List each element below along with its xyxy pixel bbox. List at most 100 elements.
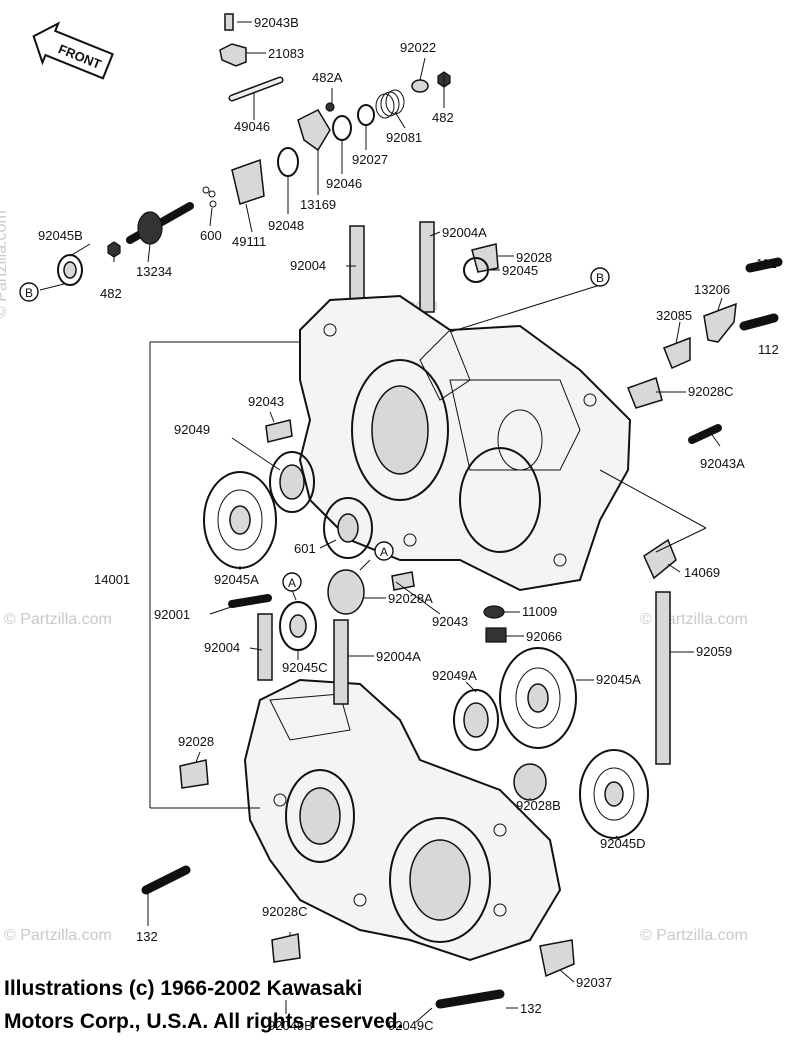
seal-92046 [332,115,352,141]
collar-92028B [513,763,547,801]
callout-b-right-text: B [596,271,604,285]
bolt-132-left [141,865,191,895]
label-92059: 92059 [696,644,732,659]
label-92004A-mid: 92004A [376,649,421,664]
pin-92043-mid [391,571,415,591]
copyright-line-1: Illustrations (c) 1966-2002 Kawasaki [4,977,363,1000]
right-side-parts [483,257,783,765]
callout-a-mid [374,541,394,561]
collar-92028A [327,569,365,615]
callout-a-mid-text: A [380,545,388,559]
label-14001: 14001 [94,572,130,587]
bearing-92045B [57,254,83,286]
studs-top [349,221,499,313]
callout-a-left-text: A [288,576,296,590]
nut-482-left [107,241,121,258]
label-92028C-low: 92028C [262,904,308,919]
bearing-92045D [579,749,649,839]
washer-92022 [411,79,429,93]
label-13169: 13169 [300,197,336,212]
label-92028B: 92028B [516,798,561,813]
label-482-left: 482 [100,286,122,301]
copyright-notice: Illustrations (c) 1966-2002 Kawasaki Mot… [4,972,794,1038]
bearing-92045A-right [499,647,577,749]
label-14069: 14069 [684,565,720,580]
label-482A: 482A [312,70,343,85]
label-92037: 92037 [576,975,612,990]
label-132-left: 132 [136,929,158,944]
seal-92049A [453,689,499,751]
copyright-line-2: Motors Corp., U.S.A. All rights reserved… [4,1010,404,1033]
callout-a-left [282,572,302,592]
label-482-top: 482 [432,110,454,125]
label-112-top: 112 [756,256,777,271]
label-92045A-left: 92045A [214,572,259,587]
front-arrow-icon: FRONT [32,21,114,80]
callout-circles: B B A A [19,267,610,592]
callout-b-left-text: B [25,286,33,300]
bolt-92001 [228,594,272,608]
label-92048: 92048 [268,218,304,233]
label-92049C: 92049C [388,1018,434,1033]
plate-13169 [297,109,331,152]
label-132-right: 132 [520,1001,542,1016]
stud-92004A-top [419,221,435,313]
middle-bearings [141,419,649,1009]
label-32085: 32085 [656,308,692,323]
stud-92004-top [349,225,365,301]
watermark-bottom-left: © Partzilla.com [4,927,112,944]
label-92043A: 92043A [700,456,745,471]
dowel-92028-top [471,243,499,273]
label-92004-top: 92004 [290,258,326,273]
label-11009: 11009 [522,604,557,619]
label-92081: 92081 [386,130,422,145]
collar-49111 [231,158,265,205]
label-21083: 21083 [268,46,304,61]
seal-92048 [277,147,299,177]
lower-crankcase [243,678,562,962]
part-labels: 92043B 21083 92022 482A 482 49046 92081 … [38,15,779,1033]
label-92043B: 92043B [254,15,299,30]
stud-92004A-mid [333,619,349,705]
label-601: 601 [294,541,316,556]
label-92045: 92045 [502,263,538,278]
washer-92027 [357,104,375,126]
callout-b-left [19,282,39,302]
ball-600 [209,200,217,208]
label-13234: 13234 [136,264,172,279]
stud-92004-mid [257,613,273,681]
upper-crankcase [298,294,632,592]
fitting-14069 [643,538,677,580]
spring-92081 [375,89,405,119]
label-92045A-right: 92045A [596,672,641,687]
dowel-92028-low [179,759,209,789]
leader-lines [39,21,723,1023]
watermark-mid-left: © Partzilla.com [4,611,112,628]
bolt-92043A [688,424,722,444]
label-92049B: 92049B [268,1018,313,1033]
label-92049A: 92049A [432,668,477,683]
bolt-112-top [745,257,783,273]
bolt-92066 [485,627,507,643]
label-92066: 92066 [526,629,562,644]
tube-92059 [655,591,671,765]
callout-b-right [590,267,610,287]
bracket-13206 [703,302,737,343]
bolt-132-right [435,989,505,1009]
label-92028-low: 92028 [178,734,214,749]
nut-482A [325,102,335,112]
label-49111: 49111 [232,234,266,249]
label-92001: 92001 [154,607,190,622]
pin-92043 [265,419,293,443]
plate-32085 [663,336,691,370]
bolt-112-bot [739,313,779,331]
label-92027: 92027 [352,152,388,167]
bracket-92037 [539,939,575,978]
label-92045D: 92045D [600,836,646,851]
lever-21083 [219,43,247,67]
label-92045C: 92045C [282,660,328,675]
label-92022: 92022 [400,40,436,55]
label-92028-top: 92028 [516,250,552,265]
